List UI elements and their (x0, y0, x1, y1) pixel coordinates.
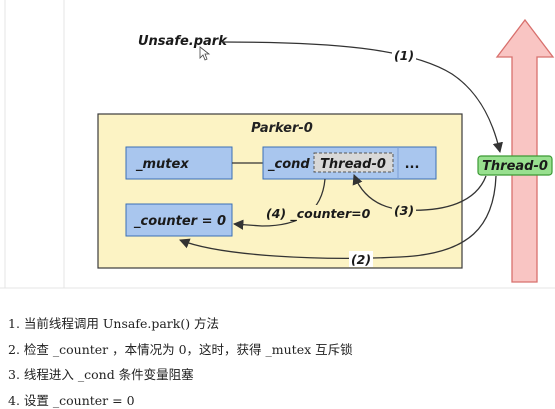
cond-more-label: ... (405, 157, 420, 172)
arrow-3-label: (3) (394, 203, 414, 218)
cond-thread-label: Thread-0 (320, 157, 386, 172)
thread-lane-arrow (495, 18, 555, 283)
counter-label: _counter = 0 (133, 214, 226, 229)
unsafe-park-label: Unsafe.park (138, 34, 228, 49)
step-item: 2. 检查 _counter ，本情况为 0，这时，获得 _mutex 互斥锁 (8, 342, 353, 357)
cond-thread-slot (313, 152, 394, 173)
thread-label: Thread-0 (482, 159, 548, 174)
arrow-2 (179, 175, 497, 259)
counter-box (125, 203, 233, 237)
arrow-3-label-bg (392, 202, 416, 218)
parker-box (97, 113, 463, 269)
cond-label: _cond (267, 157, 310, 172)
arrow-1-label: (1) (394, 48, 414, 63)
arrow-2-label-bg (349, 251, 373, 267)
step-item: 4. 设置 _counter = 0 (8, 393, 135, 408)
parker-label: Parker-0 (251, 121, 313, 136)
mutex-box (125, 146, 233, 180)
arrow-1 (221, 41, 503, 154)
mutex-label: _mutex (135, 157, 189, 172)
arrow-4-label-bg (262, 205, 370, 221)
step-item: 1. 当前线程调用 Unsafe.park() 方法 (8, 316, 220, 331)
arrow-2-label: (2) (351, 252, 371, 267)
step-item: 3. 线程进入 _cond 条件变量阻塞 (8, 367, 194, 382)
arrow-1-label-bg (392, 47, 416, 63)
arrow-4-label: (4) _counter=0 (266, 206, 371, 222)
parker-diagram: Parker-0 _mutex _cond Thread-0 ... _coun… (0, 0, 555, 290)
thread-box (477, 155, 553, 176)
cursor-icon (199, 46, 211, 61)
